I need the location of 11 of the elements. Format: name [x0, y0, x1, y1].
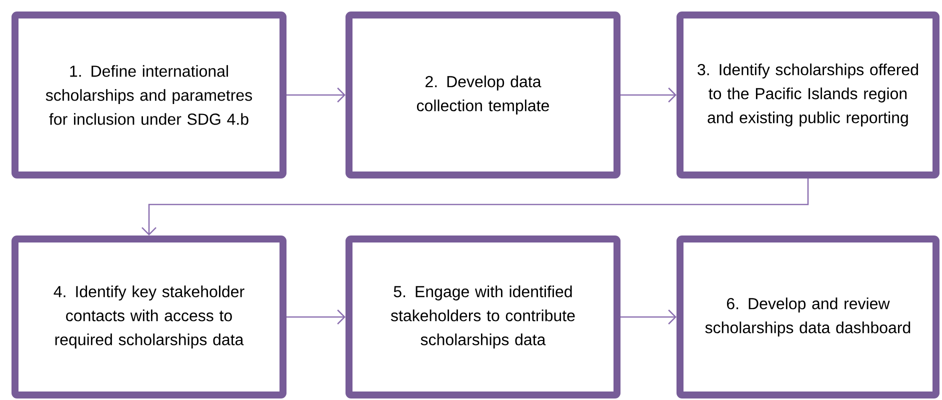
process-box: 5. Engage with identified stakeholders to contribute scholarships data: [346, 236, 620, 398]
process-box: 2. Develop data collection template: [346, 12, 620, 178]
arrow: [286, 310, 346, 324]
process-box: 3. Identify scholarships offered to the Pacific Islands region and existing public reporting: [676, 12, 940, 178]
arrow: [142, 178, 809, 236]
process-box: 4. Identify key stakeholder contacts with access to required scholarships data: [12, 236, 286, 398]
arrow: [286, 88, 346, 102]
process-box: 1. Define international scholarships and parametres for inclusion under SDG 4.b: [12, 12, 286, 178]
arrow: [620, 310, 676, 324]
arrow: [620, 88, 676, 102]
process-box: 6. Develop and review scholarships data dashboard: [676, 236, 940, 398]
